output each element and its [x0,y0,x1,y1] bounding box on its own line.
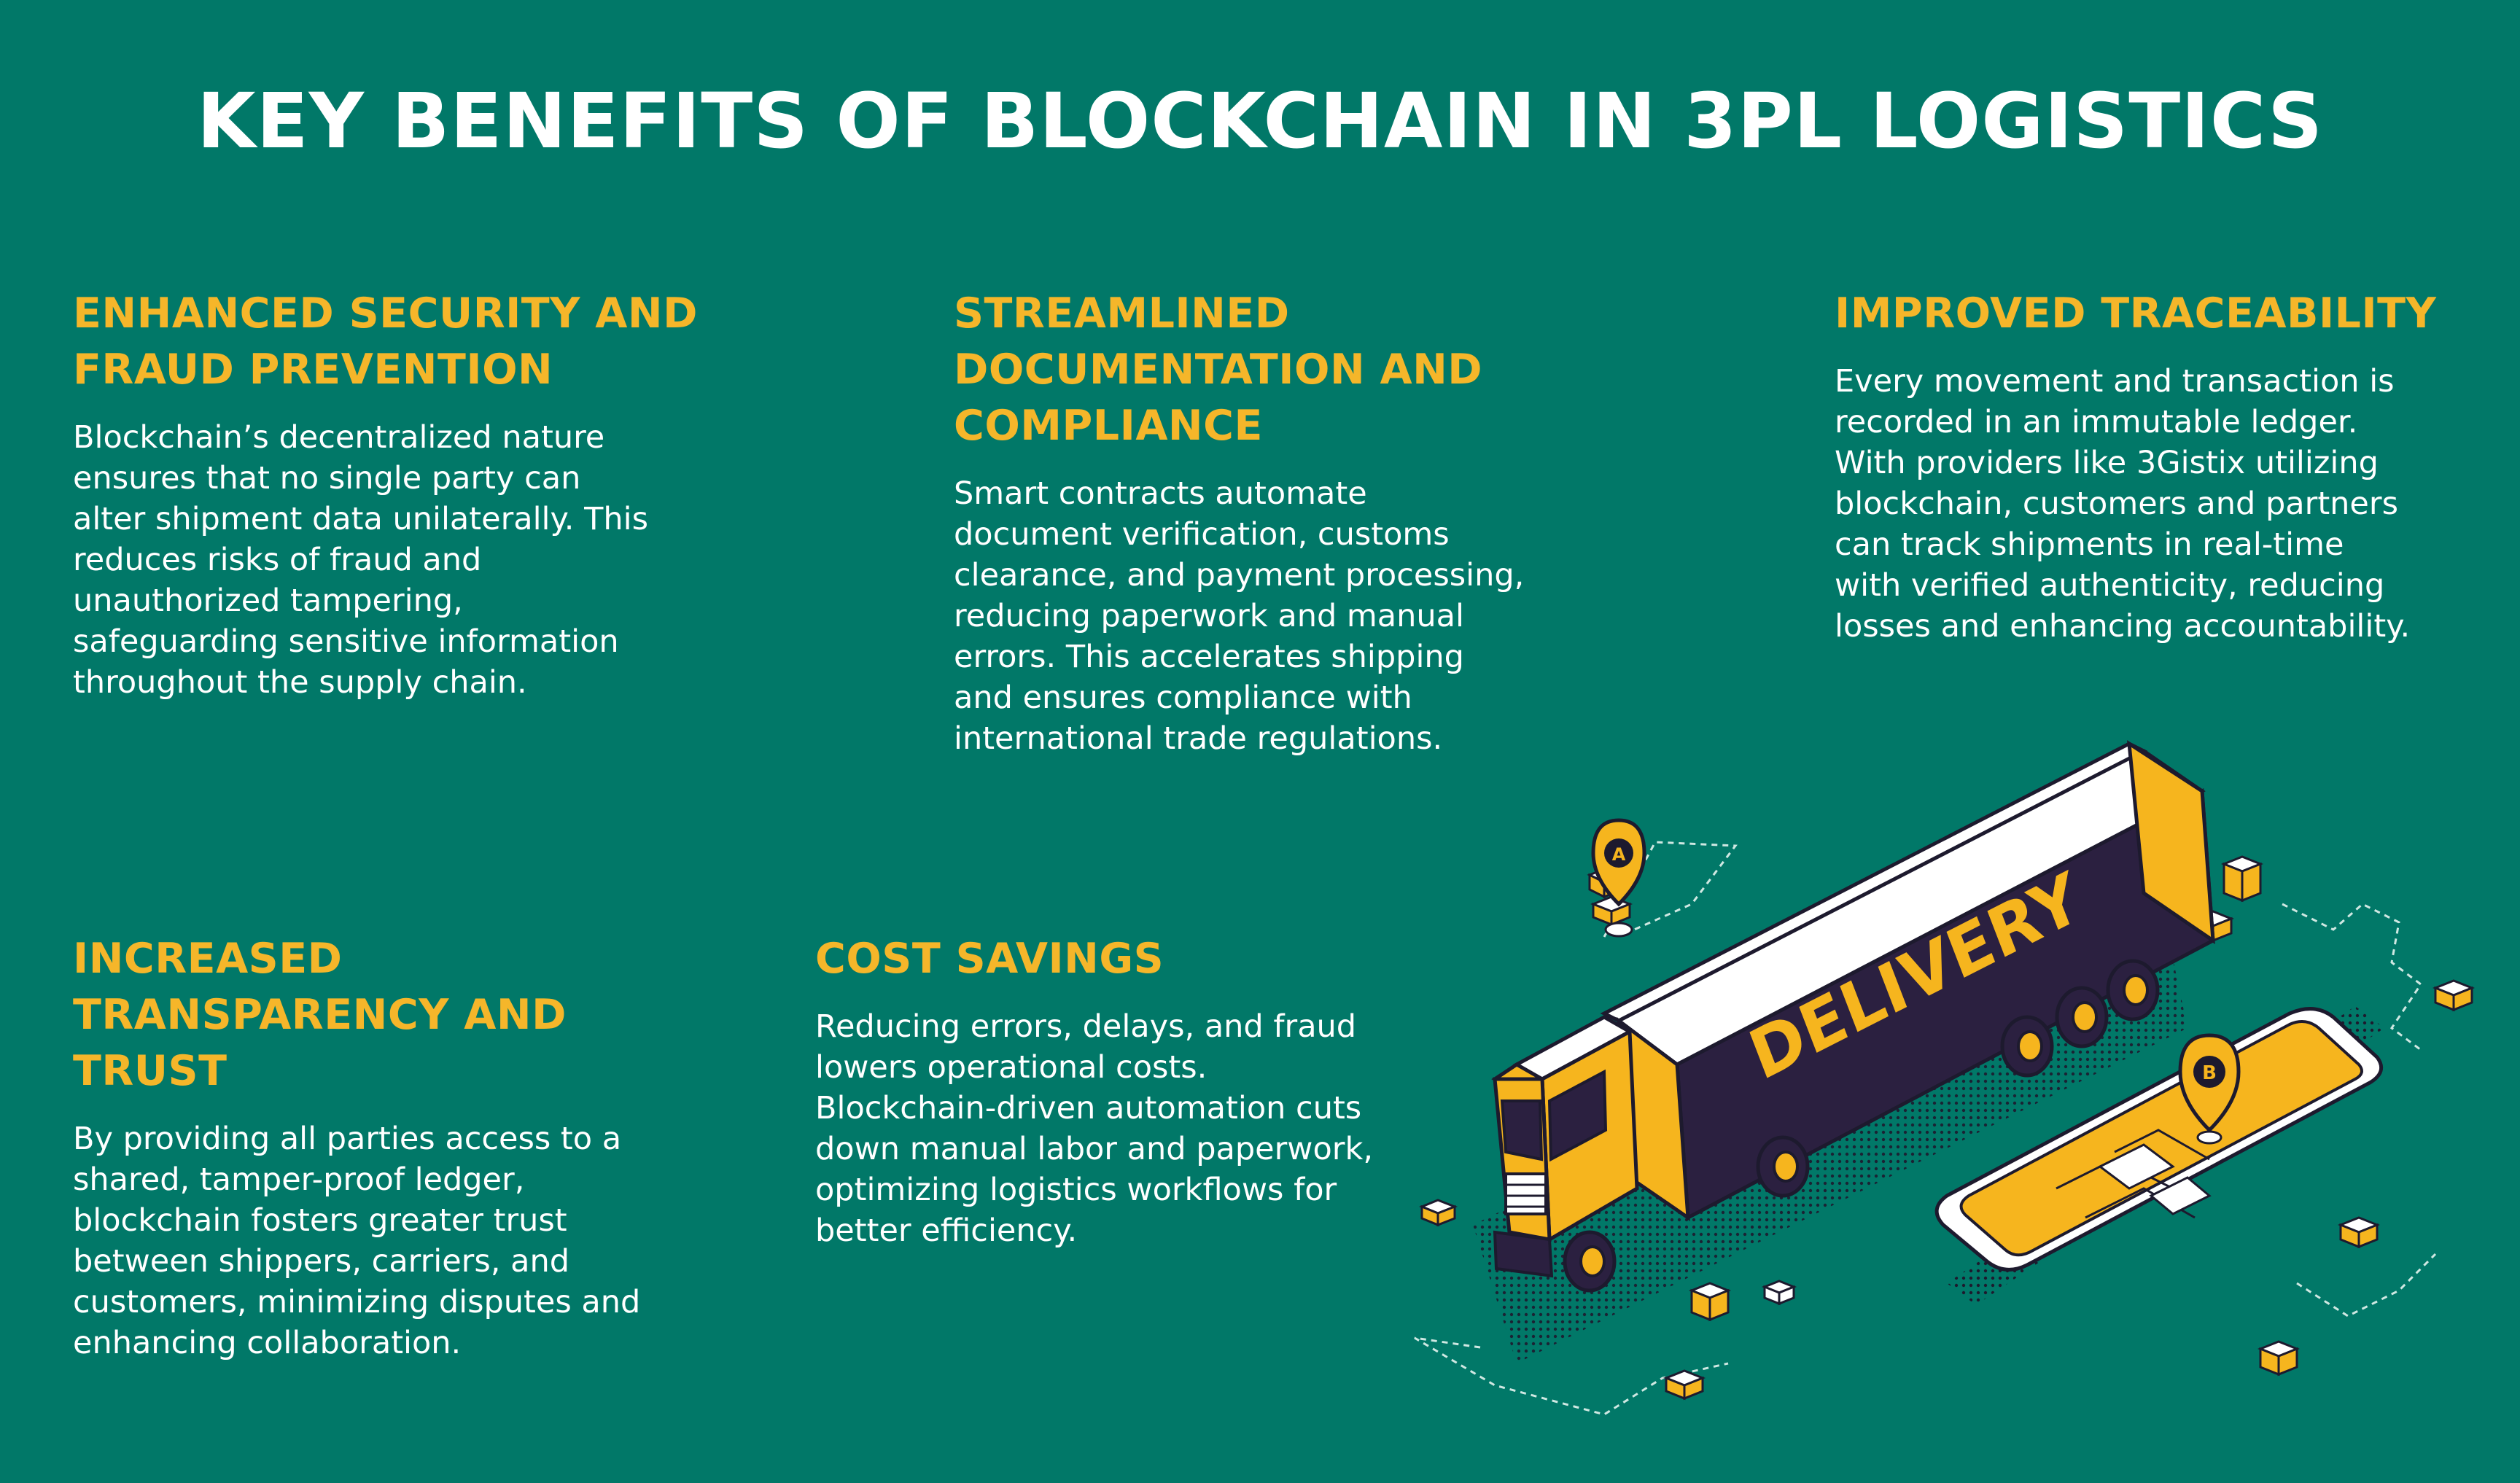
body-line: safeguarding sensitive information [73,623,619,660]
heading-line: FRAUD PREVENTION [73,346,553,394]
benefit-heading: IMPROVED TRACEABILITY [1835,286,2476,342]
body-line: blockchain, customers and partners [1835,486,2398,522]
benefit-heading: COST SAVINGS [815,931,1457,987]
body-line: can track shipments in real-time [1835,526,2344,563]
benefit-heading: INCREASED TRANSPARENCY AND TRUST [73,931,715,1099]
body-line: shared, tamper-proof ledger, [73,1161,525,1198]
pin-a-label: A [1612,844,1626,865]
benefit-heading: STREAMLINED DOCUMENTATION AND COMPLIANCE [954,286,1595,454]
heading-line: COMPLIANCE [954,402,1263,450]
page-title: KEY BENEFITS OF BLOCKCHAIN IN 3PL LOGIST… [197,77,2323,166]
heading-line: INCREASED [73,935,343,983]
box-icon [1688,1280,1797,1322]
body-line: customers, minimizing disputes and [73,1284,641,1320]
truck-cab [1491,1015,1639,1278]
delivery-truck-illustration: B DELIVERY A [1414,740,2476,1416]
benefit-heading: ENHANCED SECURITY AND FRAUD PREVENTION [73,286,715,398]
body-line: with verified authenticity, reducing [1835,567,2385,604]
heading-line: DOCUMENTATION AND [954,346,1483,394]
box-icon [1419,1199,2301,1401]
truck-wheels [1563,959,2160,1293]
benefit-transparency: INCREASED TRANSPARENCY AND TRUST By prov… [73,931,715,1363]
box-icon [2432,979,2476,1012]
smartphone [1934,1006,2384,1305]
benefit-traceability: IMPROVED TRACEABILITY Every movement and… [1835,286,2476,647]
body-line: Blockchain-driven automation cuts [815,1090,1362,1126]
location-pin-b-icon: B [2178,1033,2241,1145]
body-line: With providers like 3Gistix utilizing [1835,445,2379,481]
body-line: document verification, customs [954,516,1450,553]
heading-line: ENHANCED SECURITY AND [73,289,698,338]
body-line: Reducing errors, delays, and fraud [815,1008,1357,1045]
benefit-documentation: STREAMLINED DOCUMENTATION AND COMPLIANCE… [954,286,1595,759]
heading-line: TRANSPARENCY AND [73,991,567,1039]
body-line: reducing paperwork and manual [954,598,1464,634]
body-line: lowers operational costs. [815,1049,1208,1086]
body-line: unauthorized tampering, [73,583,463,619]
benefit-body: Blockchain’s decentralized nature ensure… [73,417,715,703]
benefit-body: By providing all parties access to a sha… [73,1118,715,1363]
body-line: reduces risks of fraud and [73,542,482,578]
body-line: Blockchain’s decentralized nature [73,419,605,456]
body-line: ensures that no single party can [73,460,581,497]
body-line: alter shipment data unilaterally. This [73,501,649,537]
heading-line: IMPROVED TRACEABILITY [1835,289,2437,338]
heading-line: TRUST [73,1047,228,1095]
location-pin-a-icon: A [1591,818,1646,938]
body-line: errors. This accelerates shipping [954,639,1464,675]
body-line: clearance, and payment processing, [954,557,1525,593]
body-line: down manual labor and paperwork, [815,1131,1374,1167]
body-line: enhancing collaboration. [73,1325,462,1361]
body-line: By providing all parties access to a [73,1121,622,1157]
body-line: throughout the supply chain. [73,664,527,701]
body-line: between shippers, carriers, and [73,1243,569,1280]
box-icon [2337,1216,2381,1249]
heading-line: STREAMLINED [954,289,1290,338]
body-line: recorded in an immutable ledger. [1835,404,2358,440]
body-line: international trade regulations. [954,720,1443,757]
benefit-body: Reducing errors, delays, and fraud lower… [815,1006,1457,1251]
body-line: Smart contracts automate [954,475,1367,512]
pin-b-label: B [2202,1062,2217,1084]
body-line: optimizing logistics workflows for [815,1172,1337,1208]
benefit-body: Smart contracts automate document verifi… [954,473,1595,759]
body-line: better efficiency. [815,1213,1078,1249]
body-line: losses and enhancing accountability. [1835,608,2411,645]
body-line: blockchain fosters greater trust [73,1202,567,1239]
benefit-body: Every movement and transaction is record… [1835,361,2476,647]
body-line: and ensures compliance with [954,680,1412,716]
benefit-cost-savings: COST SAVINGS Reducing errors, delays, an… [815,931,1457,1251]
heading-line: COST SAVINGS [815,935,1164,983]
benefit-security: ENHANCED SECURITY AND FRAUD PREVENTION B… [73,286,715,703]
body-line: Every movement and transaction is [1835,363,2395,400]
